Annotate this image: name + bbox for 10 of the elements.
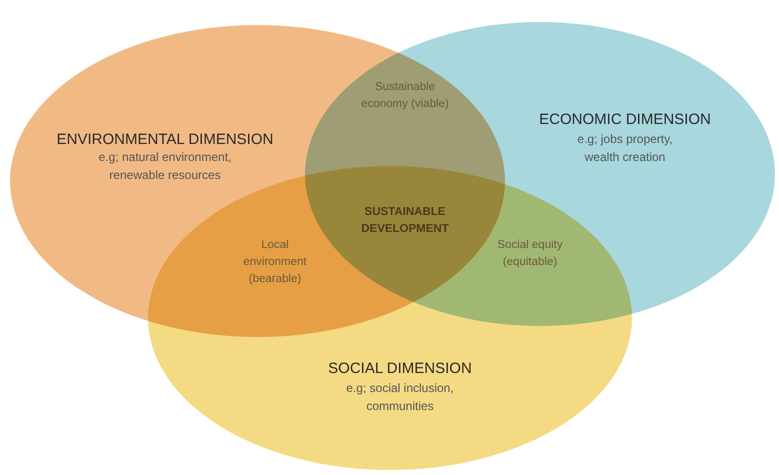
region-heading: SOCIAL DIMENSION (327, 360, 473, 377)
region-heading: ECONOMIC DIMENSION (538, 111, 712, 128)
center-label: SUSTAINABLE DEVELOPMENT (360, 205, 450, 237)
overlap-label: Social equity (equitable) (496, 238, 564, 270)
region-heading: ENVIRONMENTAL DIMENSION (56, 131, 274, 148)
region-description: e.g; jobs property, wealth creation (576, 131, 674, 166)
region-description: e.g; social inclusion, communities (345, 380, 455, 415)
region-description: e.g; natural environment, renewable resources (98, 149, 232, 184)
overlap-label: Sustainable economy (viable) (360, 80, 450, 112)
overlap-label: Local environment (bearable) (242, 238, 308, 287)
